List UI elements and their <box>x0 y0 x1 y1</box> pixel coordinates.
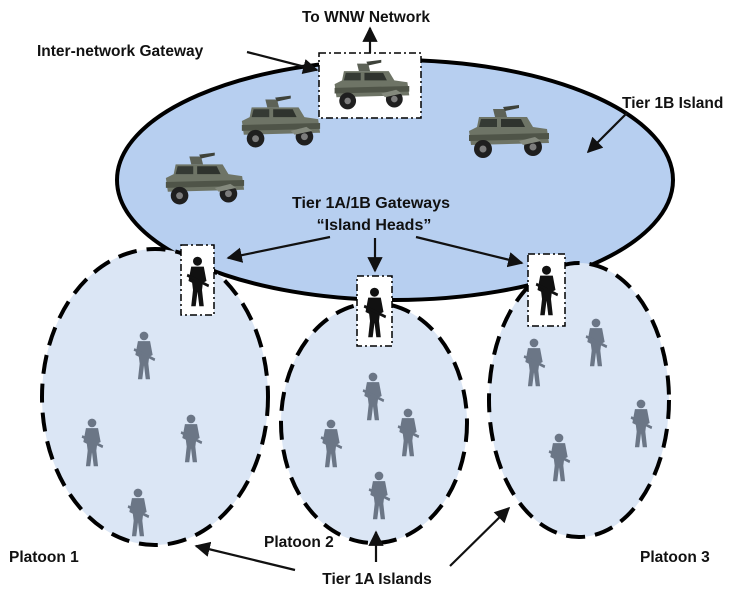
inter-gateway-label: Inter-network Gateway <box>37 43 204 60</box>
tier1b-island-label: Tier 1B Island <box>622 95 723 112</box>
arrow-head-3 <box>415 235 524 268</box>
platoon3-island <box>487 261 671 539</box>
arrow-tier1a-left <box>194 541 296 572</box>
platoon1-label: Platoon 1 <box>9 549 79 566</box>
island-heads-label: “Island Heads” <box>317 217 432 234</box>
gateways-label: Tier 1A/1B Gateways <box>292 195 450 212</box>
arrow-tier1a-right <box>449 506 511 567</box>
to-wnw-label: To WNW Network <box>302 9 430 26</box>
arrow-head-1 <box>226 235 331 263</box>
tier1a-islands-label: Tier 1A Islands <box>322 571 431 588</box>
arrow-gateway-label <box>246 50 319 75</box>
platoon3-label: Platoon 3 <box>640 549 710 566</box>
arrow-tier1b-label <box>586 112 628 154</box>
platoon1-island <box>40 247 270 547</box>
platoon2-label: Platoon 2 <box>264 534 334 551</box>
